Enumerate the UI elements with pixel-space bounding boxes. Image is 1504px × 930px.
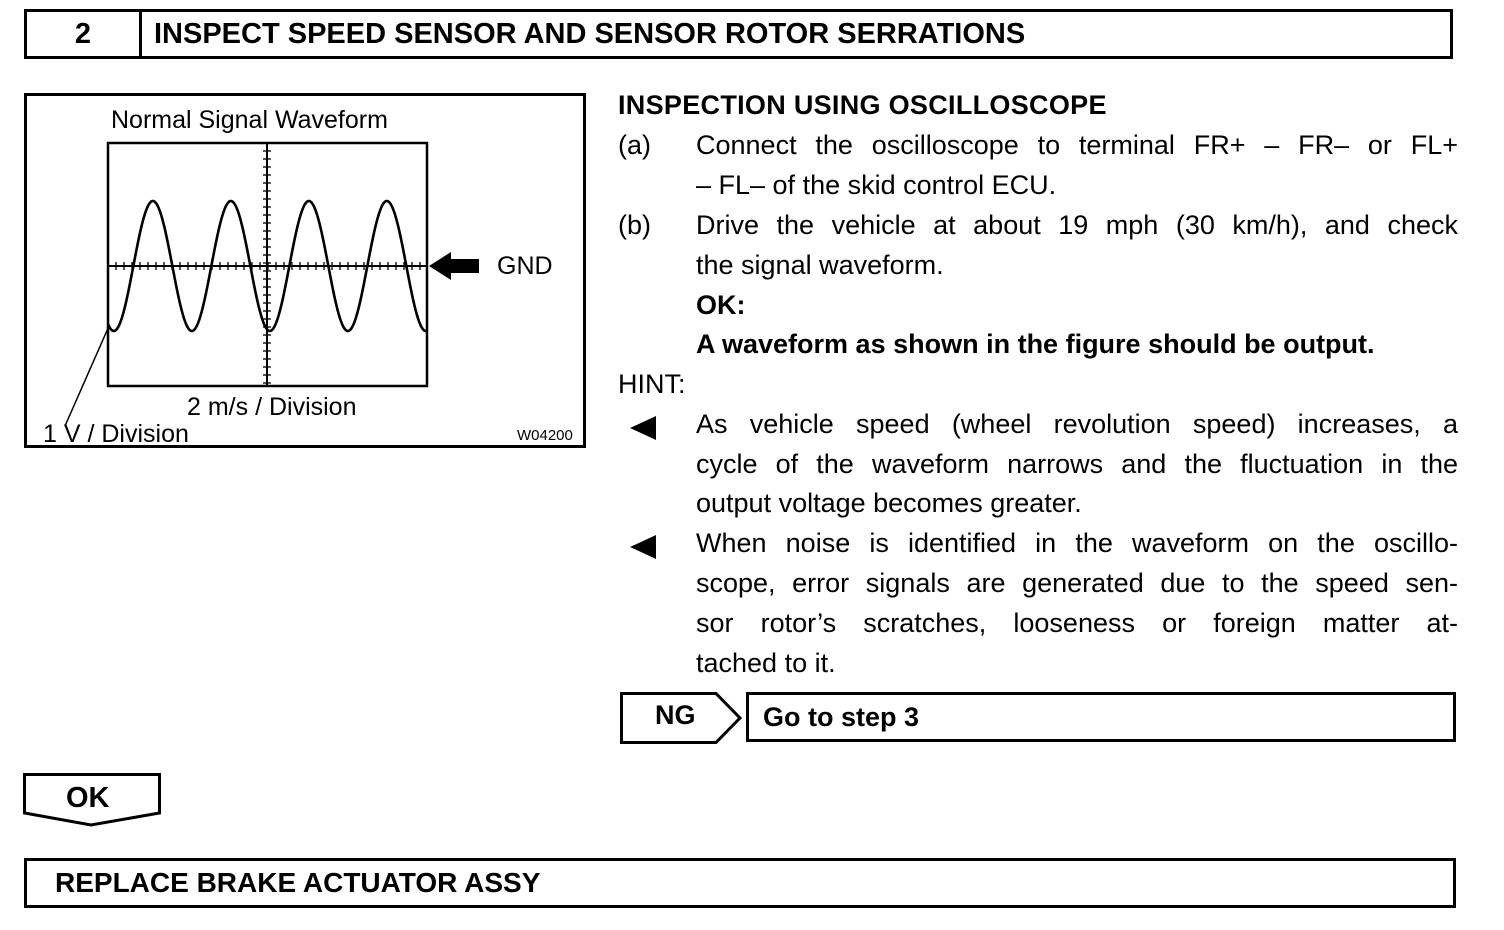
hint-2-line-2: scope, error signals are generated due t… [696, 568, 1458, 598]
leader-line [64, 325, 110, 427]
hint-bullet-icon [630, 535, 656, 559]
figure-title: Normal Signal Waveform [111, 106, 388, 134]
gnd-label: GND [497, 252, 553, 280]
step-marker-a: (a) [618, 130, 651, 160]
signal-waveform [106, 199, 428, 333]
inspection-heading: INSPECTION USING OSCILLOSCOPE [618, 90, 1107, 120]
figure-code: W04200 [517, 427, 573, 444]
volt-division-label: 1 V / Division [43, 420, 189, 448]
step-marker-b: (b) [618, 210, 651, 240]
hint-2-line-1: When noise is identified in the waveform… [696, 528, 1458, 558]
time-division-label: 2 m/s / Division [187, 393, 357, 421]
ng-tag [620, 692, 743, 744]
ok-tag [23, 773, 161, 827]
step-number: 2 [27, 12, 142, 56]
step-title: INSPECT SPEED SENSOR AND SENSOR ROTOR SE… [154, 17, 1026, 50]
hint-1-line-3: output voltage becomes greater. [696, 488, 1082, 518]
hint-2-line-3: sor rotor’s scratches, looseness or fore… [696, 608, 1458, 638]
gnd-arrow-icon [429, 252, 479, 280]
hint-2-line-4: tached to it. [696, 648, 836, 678]
ok-label: OK [66, 782, 110, 814]
hint-1-line-2: cycle of the waveform narrows and the fl… [696, 449, 1458, 479]
step-a-line-1: Connect the oscilloscope to terminal FR+… [696, 130, 1458, 160]
step-b-line-2: the signal waveform. [696, 250, 944, 280]
ok-criteria-text: A waveform as shown in the figure should… [696, 329, 1375, 359]
hint-1-line-1: As vehicle speed (wheel revolution speed… [696, 409, 1458, 439]
axis-ticks [107, 142, 421, 384]
hint-bullet-icon [630, 416, 656, 440]
action-box: REPLACE BRAKE ACTUATOR ASSY [24, 858, 1456, 908]
step-a-line-2: – FL– of the skid control ECU. [696, 170, 1057, 200]
go-to-step-box: Go to step 3 [746, 692, 1456, 742]
ok-criteria-label: OK: [696, 290, 746, 320]
step-b-line-1: Drive the vehicle at about 19 mph (30 km… [696, 210, 1458, 240]
waveform-diagram [64, 141, 479, 427]
waveform-figure: Normal Signal Waveform GND 2 m/s / Divis… [24, 93, 586, 448]
hint-label: HINT: [618, 369, 686, 399]
step-header: 2 INSPECT SPEED SENSOR AND SENSOR ROTOR … [24, 9, 1453, 59]
ng-label: NG [655, 700, 696, 730]
